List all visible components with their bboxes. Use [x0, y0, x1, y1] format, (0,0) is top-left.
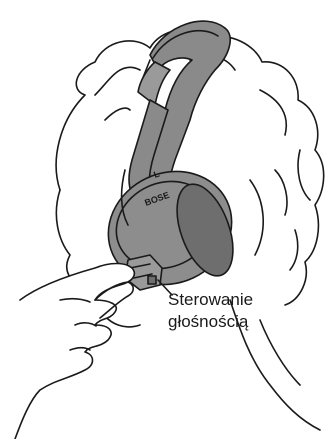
callout-line-2: głośnością [168, 311, 328, 333]
callout-line-1: Sterowanie [168, 289, 328, 311]
volume-control-button [148, 276, 156, 284]
volume-control-callout: Sterowanie głośnością [168, 289, 328, 333]
